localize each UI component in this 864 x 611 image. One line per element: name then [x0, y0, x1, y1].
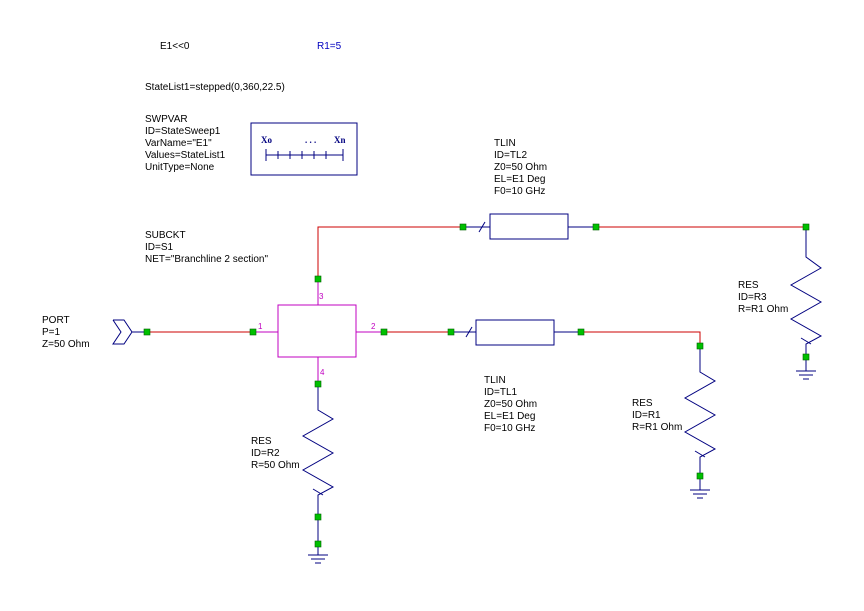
subckt-net: NET="Branchline 2 section" [145, 254, 268, 265]
node-r2-bottom[interactable] [314, 513, 322, 521]
wire-tl1-to-r1 [581, 331, 701, 346]
node-r3-bottom[interactable] [802, 353, 810, 361]
tlin-tl2-symbol[interactable] [463, 213, 596, 240]
r3-id: ID=R3 [738, 292, 767, 303]
equation-r1[interactable]: R1=5 [317, 41, 342, 52]
tl2-id: ID=TL2 [494, 150, 528, 161]
port-type: PORT [42, 315, 70, 326]
swpvar-icon-xn: Xn [334, 135, 346, 145]
subckt-pin-4-label: 4 [320, 368, 325, 377]
subckt-block[interactable] [253, 279, 384, 384]
equation-statelist[interactable]: StateList1=stepped(0,360,22.5) [145, 82, 285, 93]
swpvar-varname: VarName="E1" [145, 138, 212, 149]
node-subckt-pin2[interactable] [380, 328, 388, 336]
node-subckt-pin3[interactable] [314, 275, 322, 283]
node-subckt-pin1[interactable] [249, 328, 257, 336]
r2-type: RES [251, 436, 272, 447]
tl1-type: TLIN [484, 375, 506, 386]
node-r2-ground[interactable] [314, 540, 322, 548]
node-tl1-in[interactable] [447, 328, 455, 336]
res-r2-label[interactable]: RES ID=R2 R=50 Ohm [251, 436, 300, 472]
subckt-label[interactable]: SUBCKT ID=S1 NET="Branchline 2 section" [145, 230, 268, 266]
node-tl2-out[interactable] [592, 223, 600, 231]
swpvar-values: Values=StateList1 [145, 150, 226, 161]
subckt-pin-1-label: 1 [258, 322, 263, 331]
resistor-r1-symbol[interactable] [683, 346, 717, 499]
tl1-id: ID=TL1 [484, 387, 518, 398]
swpvar-icon-dots: . . . [305, 135, 316, 145]
subckt-id: ID=S1 [145, 242, 174, 253]
tl1-f0: F0=10 GHz [484, 423, 536, 434]
port-label[interactable]: PORT P=1 Z=50 Ohm [42, 315, 90, 351]
tlin-tl2-label[interactable]: TLIN ID=TL2 Z0=50 Ohm EL=E1 Deg F0=10 GH… [494, 138, 547, 198]
tlin-tl1-label[interactable]: TLIN ID=TL1 Z0=50 Ohm EL=E1 Deg F0=10 GH… [484, 375, 537, 435]
r1-id: ID=R1 [632, 410, 661, 421]
r1-value: R=R1 Ohm [632, 422, 683, 433]
port-p: P=1 [42, 327, 61, 338]
swpvar-unittype: UnitType=None [145, 162, 215, 173]
r3-value: R=R1 Ohm [738, 304, 789, 315]
tl1-el: EL=E1 Deg [484, 411, 536, 422]
r1-type: RES [632, 398, 653, 409]
r3-type: RES [738, 280, 759, 291]
tlin-tl1-symbol[interactable] [451, 319, 581, 346]
subckt-type: SUBCKT [145, 230, 186, 241]
tl2-el: EL=E1 Deg [494, 174, 546, 185]
tl2-type: TLIN [494, 138, 516, 149]
port-z: Z=50 Ohm [42, 339, 90, 350]
equation-e1[interactable]: E1<<0 [160, 41, 190, 52]
tl1-z0: Z0=50 Ohm [484, 399, 538, 410]
tl2-z0: Z0=50 Ohm [494, 162, 548, 173]
wires [147, 226, 806, 346]
swpvar-icon-xo: Xo [261, 135, 272, 145]
res-r1-label[interactable]: RES ID=R1 R=R1 Ohm [632, 398, 682, 434]
swpvar-name: SWPVAR [145, 114, 188, 125]
nodes [143, 223, 810, 548]
node-tl1-out[interactable] [577, 328, 585, 336]
subckt-pin-2-label: 2 [371, 322, 376, 331]
node-port[interactable] [143, 328, 151, 336]
node-r1-top[interactable] [696, 342, 704, 350]
resistor-r2-symbol[interactable] [301, 384, 335, 564]
wire-pin3-to-tl2 [317, 226, 463, 279]
node-subckt-pin4[interactable] [314, 380, 322, 388]
resistor-r3-symbol[interactable] [789, 227, 823, 380]
tl2-f0: F0=10 GHz [494, 186, 546, 197]
port-symbol[interactable] [112, 319, 147, 345]
r2-value: R=50 Ohm [251, 460, 300, 471]
r2-id: ID=R2 [251, 448, 280, 459]
node-tl2-in[interactable] [459, 223, 467, 231]
swpvar-id: ID=StateSweep1 [145, 126, 221, 137]
swpvar-label[interactable]: SWPVAR ID=StateSweep1 VarName="E1" Value… [145, 114, 225, 174]
subckt-pin-3-label: 3 [319, 292, 324, 301]
swpvar-icon-box[interactable]: Xo . . . Xn [250, 122, 358, 176]
res-r3-label[interactable]: RES ID=R3 R=R1 Ohm [738, 280, 788, 316]
node-r1-bottom[interactable] [696, 472, 704, 480]
node-r3-top[interactable] [802, 223, 810, 231]
